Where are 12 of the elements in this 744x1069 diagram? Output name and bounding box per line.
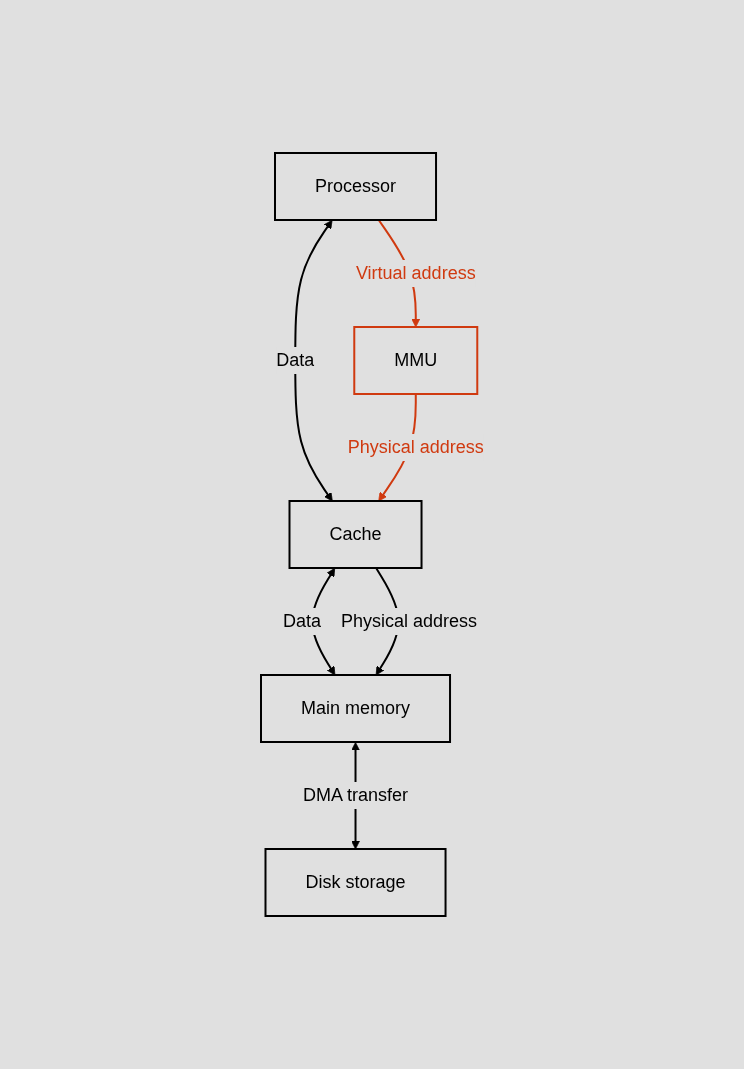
- edge-label: DMA transfer: [302, 785, 408, 805]
- arrow: [293, 219, 333, 502]
- node-box: Disk storage: [264, 848, 447, 917]
- edge-label: Physical address: [340, 611, 477, 631]
- edge-label: Virtual address: [355, 263, 476, 283]
- node-box: Main memory: [259, 674, 451, 743]
- edge-label: Data: [275, 350, 314, 370]
- node-box: MMU: [352, 326, 478, 395]
- edge-label: Physical address: [347, 437, 484, 457]
- edge-label: Data: [282, 611, 321, 631]
- node-box: Processor: [273, 152, 437, 221]
- node-box: Cache: [288, 500, 423, 569]
